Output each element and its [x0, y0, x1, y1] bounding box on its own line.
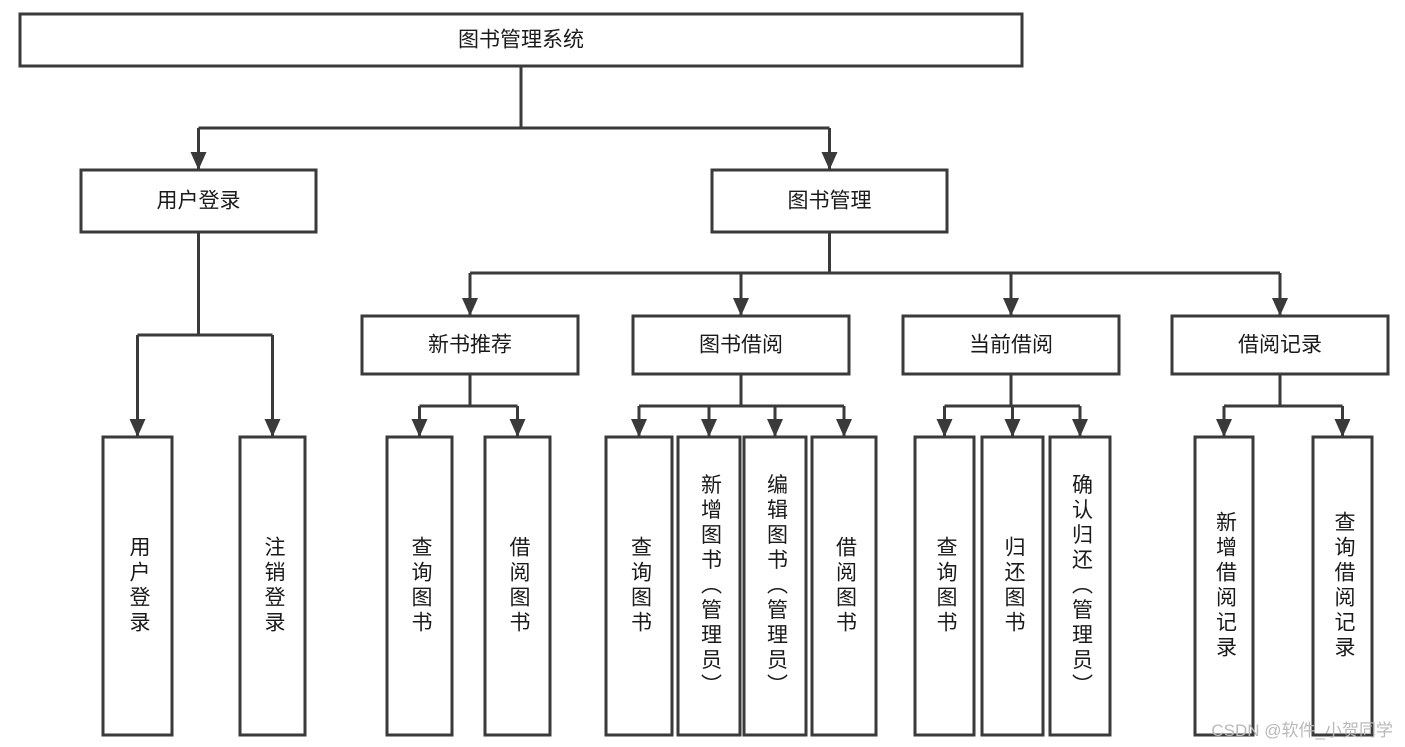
node-borrow-record[interactable]: 借阅记录 — [1170, 314, 1390, 376]
node-label: 查询图书 — [628, 536, 652, 636]
node-leaf-query-record[interactable]: 查询借阅记录 — [1311, 435, 1374, 737]
arrow-head-icon — [1272, 298, 1288, 316]
arrow-head-icon — [264, 419, 281, 437]
node-label: 图书管理系统 — [458, 29, 584, 52]
arrow-head-icon — [821, 152, 838, 170]
arrow-head-icon — [1003, 298, 1019, 316]
node-label: 用户登录 — [157, 190, 241, 213]
node-current-borrow[interactable]: 当前借阅 — [901, 314, 1121, 376]
node-box[interactable] — [1193, 435, 1255, 737]
node-label: 图书借阅 — [699, 334, 783, 357]
arrow-head-icon — [1072, 419, 1088, 437]
node-leaf-return-book[interactable]: 归还图书 — [980, 435, 1045, 737]
node-box[interactable] — [385, 435, 454, 737]
node-book-management[interactable]: 图书管理 — [710, 168, 949, 234]
node-book-borrow[interactable]: 图书借阅 — [631, 314, 851, 376]
node-label: 当前借阅 — [969, 334, 1053, 357]
node-label: 查询图书 — [934, 536, 958, 636]
node-box[interactable] — [913, 435, 976, 737]
node-label: 查询借阅记录 — [1332, 511, 1356, 661]
node-leaf-borrow-book-1[interactable]: 借阅图书 — [483, 435, 552, 737]
node-box[interactable] — [1311, 435, 1374, 737]
node-label: 注销登录 — [262, 536, 286, 636]
node-new-book-recommend[interactable]: 新书推荐 — [360, 314, 580, 376]
arrow-head-icon — [1004, 419, 1021, 437]
node-label: 编辑图书（管理员） — [764, 474, 788, 699]
node-user-login[interactable]: 用户登录 — [79, 168, 318, 234]
arrow-head-icon — [1216, 419, 1232, 437]
node-box[interactable] — [79, 168, 318, 234]
arrow-head-icon — [129, 419, 146, 437]
arrow-head-icon — [462, 298, 478, 316]
arrow-head-icon — [701, 419, 717, 437]
node-layer: 图书管理系统用户登录图书管理新书推荐图书借阅当前借阅借阅记录用户登录注销登录查询… — [18, 12, 1390, 737]
node-label: 归还图书 — [1002, 536, 1026, 636]
node-box[interactable] — [483, 435, 552, 737]
node-label: 新书推荐 — [428, 334, 512, 357]
node-box[interactable] — [101, 435, 174, 737]
node-box[interactable] — [810, 435, 878, 737]
node-box[interactable] — [604, 435, 674, 737]
node-label: 借阅记录 — [1238, 334, 1322, 357]
node-label: 图书管理 — [788, 190, 872, 213]
node-leaf-query-book-1[interactable]: 查询图书 — [385, 435, 454, 737]
node-root[interactable]: 图书管理系统 — [18, 12, 1024, 68]
arrow-head-icon — [936, 419, 953, 437]
node-box[interactable] — [676, 435, 742, 737]
node-box[interactable] — [238, 435, 307, 737]
node-box[interactable] — [901, 314, 1121, 376]
node-box[interactable] — [360, 314, 580, 376]
node-leaf-user-login[interactable]: 用户登录 — [101, 435, 174, 737]
node-box[interactable] — [1170, 314, 1390, 376]
node-leaf-confirm-return[interactable]: 确认归还（管理员） — [1048, 435, 1112, 737]
node-leaf-add-book[interactable]: 新增图书（管理员） — [676, 435, 742, 737]
node-leaf-query-book-3[interactable]: 查询图书 — [913, 435, 976, 737]
arrow-head-icon — [836, 419, 852, 437]
arrow-head-icon — [1334, 419, 1351, 437]
arrow-head-icon — [190, 152, 207, 170]
node-label: 新增借阅记录 — [1213, 511, 1237, 661]
arrow-head-icon — [509, 419, 526, 437]
node-label: 查询图书 — [409, 536, 433, 636]
node-label: 确认归还（管理员） — [1069, 474, 1093, 699]
node-leaf-logout[interactable]: 注销登录 — [238, 435, 307, 737]
arrow-head-icon — [767, 419, 783, 437]
node-leaf-borrow-book-2[interactable]: 借阅图书 — [810, 435, 878, 737]
node-label: 用户登录 — [127, 536, 151, 636]
connector-layer — [129, 66, 1351, 437]
node-box[interactable] — [742, 435, 808, 737]
node-box[interactable] — [18, 12, 1024, 68]
node-box[interactable] — [980, 435, 1045, 737]
node-label: 借阅图书 — [833, 536, 857, 636]
arrow-head-icon — [631, 419, 647, 437]
node-box[interactable] — [710, 168, 949, 234]
node-leaf-add-record[interactable]: 新增借阅记录 — [1193, 435, 1255, 737]
arrow-head-icon — [733, 298, 749, 316]
node-box[interactable] — [1048, 435, 1112, 737]
node-leaf-edit-book[interactable]: 编辑图书（管理员） — [742, 435, 808, 737]
node-leaf-query-book-2[interactable]: 查询图书 — [604, 435, 674, 737]
node-label: 新增图书（管理员） — [698, 474, 722, 699]
node-label: 借阅图书 — [507, 536, 531, 636]
node-box[interactable] — [631, 314, 851, 376]
arrow-head-icon — [411, 419, 428, 437]
